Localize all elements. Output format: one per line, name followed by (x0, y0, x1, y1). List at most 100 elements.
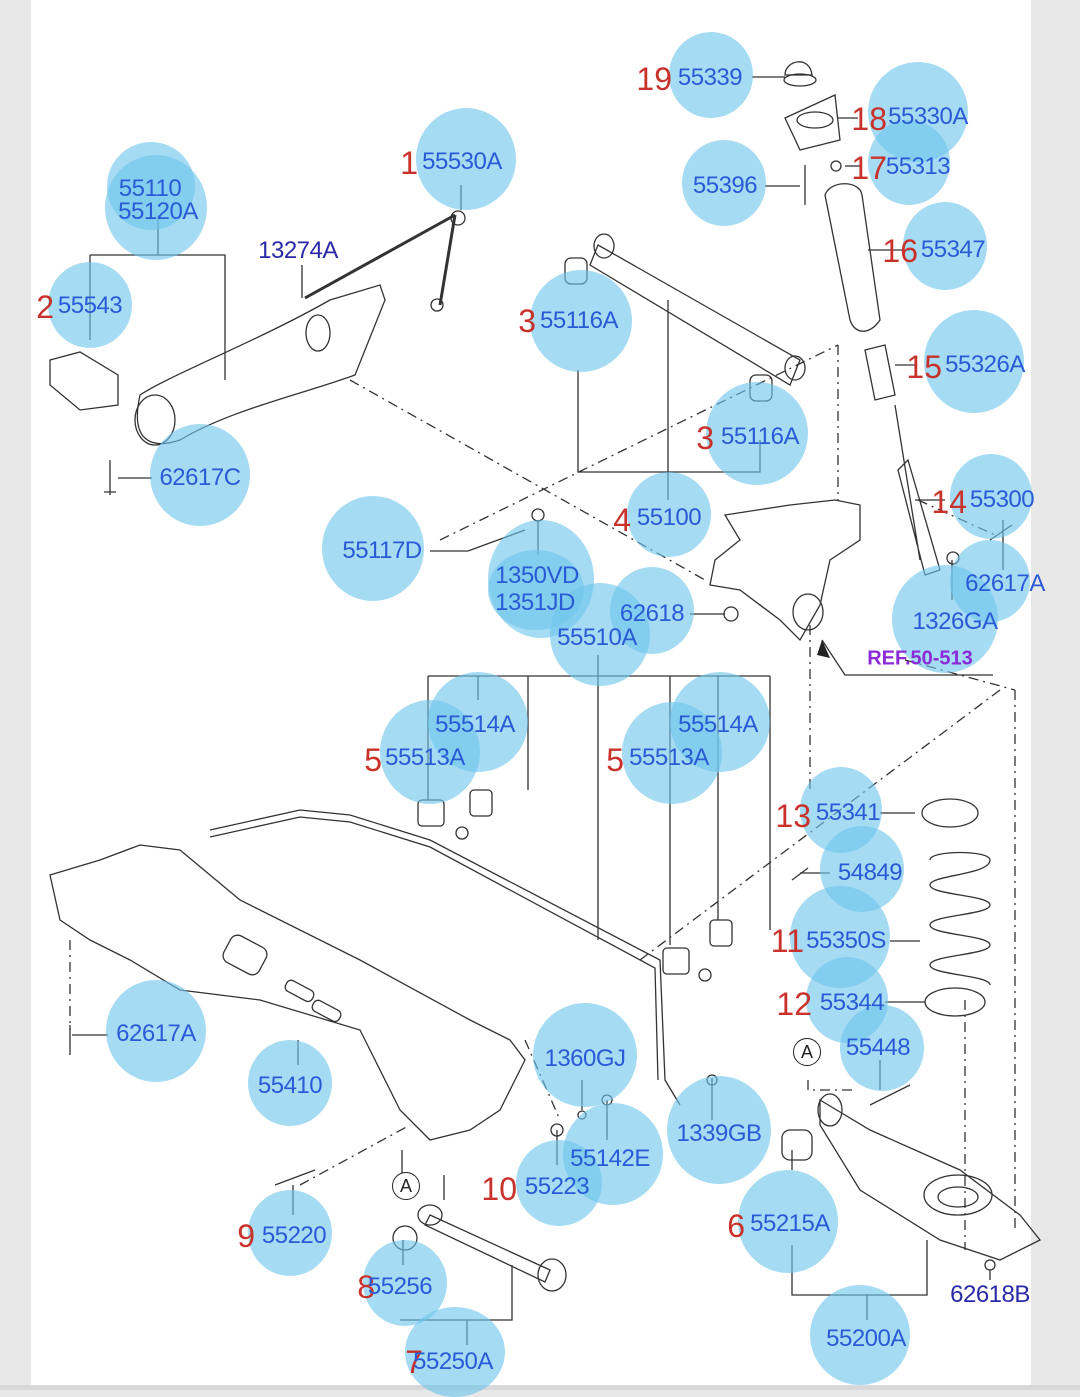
index-17: 17 (851, 150, 887, 186)
ref-arrowhead (817, 640, 830, 658)
index-8: 8 (357, 1269, 375, 1305)
part-code-62617C[interactable]: 62617C (159, 464, 241, 491)
part-code-55116A-upper[interactable]: 55116A (540, 307, 618, 334)
part-code-55256[interactable]: 55256 (367, 1273, 433, 1300)
bubble-55220 (248, 1190, 332, 1276)
part-code-55120A[interactable]: 55120A (118, 198, 198, 225)
part-code-55543[interactable]: 55543 (57, 292, 123, 319)
part-code-54849[interactable]: 54849 (837, 859, 903, 886)
part-code-55510A[interactable]: 55510A (557, 624, 637, 651)
part-code-55223[interactable]: 55223 (524, 1173, 590, 1200)
part-code-55410[interactable]: 55410 (257, 1072, 323, 1099)
part-code-55100[interactable]: 55100 (636, 504, 702, 531)
bubble-55250A (405, 1307, 505, 1397)
part-code-55110[interactable]: 55110 (118, 175, 182, 202)
part-code-55300[interactable]: 55300 (969, 486, 1035, 513)
part-code-55215A[interactable]: 55215A (750, 1210, 830, 1237)
part-code-1339GB[interactable]: 1339GB (676, 1120, 762, 1147)
knuckle-55100 (709, 499, 861, 642)
link-55250A (424, 1214, 551, 1283)
part-code-55116A-lower[interactable]: 55116A (721, 423, 799, 450)
part-code-55330A[interactable]: 55330A (888, 103, 968, 130)
bubble-55396 (682, 140, 766, 226)
bubble-1339GB (667, 1076, 771, 1184)
bubble-62617C (150, 424, 250, 526)
part-code-55344[interactable]: 55344 (819, 989, 885, 1016)
trailing-arm-upper (136, 284, 386, 445)
part-code-62617A-left[interactable]: 62617A (116, 1020, 196, 1047)
index-18: 18 (851, 101, 887, 137)
part-code-55341[interactable]: 55341 (815, 799, 881, 826)
part-code-55513A-right[interactable]: 55513A (629, 744, 709, 771)
bubble-55326A (924, 310, 1024, 413)
spring-55350S (929, 851, 991, 986)
leader-A (401, 1150, 445, 1200)
part-code-55250A[interactable]: 55250A (413, 1348, 493, 1375)
part-code-13274A[interactable]: 13274A (258, 237, 338, 264)
part-code-55514A-right[interactable]: 55514A (678, 711, 758, 738)
bushing-55543 (49, 351, 119, 411)
bottom-edge (0, 1385, 1080, 1390)
part-code-55514A-left[interactable]: 55514A (435, 711, 515, 738)
index-4: 4 (613, 502, 631, 538)
part-code-55347[interactable]: 55347 (920, 236, 986, 263)
index-3-upper: 3 (518, 303, 536, 339)
part-code-1351JD[interactable]: 1351JD (495, 589, 575, 616)
index-1: 1 (400, 145, 418, 181)
part-code-55200A[interactable]: 55200A (826, 1325, 906, 1352)
bubble-55223 (516, 1140, 602, 1226)
bubble-55513A-right (622, 702, 722, 804)
part-code-55339[interactable]: 55339 (677, 64, 743, 91)
index-5-right: 5 (606, 742, 624, 778)
index-2: 2 (36, 289, 54, 325)
bubble-55339 (669, 32, 753, 118)
lower-arm-55200A (819, 1098, 1042, 1261)
bubble-55513A-left (380, 700, 480, 804)
part-code-1350VD[interactable]: 1350VD (495, 562, 579, 589)
part-code-55313[interactable]: 55313 (885, 153, 951, 180)
index-13: 13 (775, 798, 811, 834)
part-code-55326A[interactable]: 55326A (945, 351, 1025, 378)
bubble-55410 (248, 1040, 332, 1126)
part-code-55220[interactable]: 55220 (261, 1222, 327, 1249)
part-code-55117D[interactable]: 55117D (342, 537, 422, 564)
part-code-55513A-left[interactable]: 55513A (385, 744, 465, 771)
part-code-62617A-right[interactable]: 62617A (965, 570, 1045, 597)
part-code-1326GA[interactable]: 1326GA (912, 608, 998, 635)
bolt-55448 (869, 1084, 911, 1106)
bubble-55543 (48, 262, 132, 348)
index-10: 10 (481, 1171, 517, 1207)
part-code-1360GJ[interactable]: 1360GJ (544, 1045, 626, 1072)
bubble-55116A-lower (706, 382, 808, 485)
stabilizer-link (304, 213, 457, 306)
part-code-55350S[interactable]: 55350S (806, 927, 886, 954)
bubble-55300 (950, 454, 1032, 539)
marker-a-left: A (392, 1172, 420, 1200)
bubble-55215A (738, 1170, 838, 1273)
index-5-left: 5 (364, 742, 382, 778)
spring-seat-55341 (921, 798, 979, 828)
index-9: 9 (237, 1218, 255, 1254)
stabilizer-bar (209, 809, 681, 1106)
bubble-55347 (903, 202, 987, 290)
part-code-62618B[interactable]: 62618B (950, 1281, 1030, 1308)
part-code-55530A[interactable]: 55530A (422, 148, 502, 175)
bubble-55448 (840, 1005, 924, 1091)
bubble-55313 (868, 120, 950, 205)
index-19: 19 (636, 61, 672, 97)
reference-label[interactable]: REF.50-513 (867, 647, 973, 670)
part-code-55142E[interactable]: 55142E (570, 1145, 650, 1172)
part-code-55396[interactable]: 55396 (692, 172, 758, 199)
bubble-55117D (322, 496, 424, 601)
mount-55330A (784, 94, 841, 151)
index-3-lower: 3 (696, 420, 714, 456)
lower-pad-55344 (924, 987, 986, 1017)
bubble-62617A-left (106, 980, 206, 1082)
part-code-55448[interactable]: 55448 (845, 1034, 911, 1061)
bubble-55530A (416, 108, 516, 210)
index-6: 6 (727, 1208, 745, 1244)
upper-arm (589, 244, 801, 386)
bubble-55200A (810, 1285, 910, 1385)
index-14: 14 (931, 484, 967, 520)
part-code-62618[interactable]: 62618 (619, 600, 685, 627)
